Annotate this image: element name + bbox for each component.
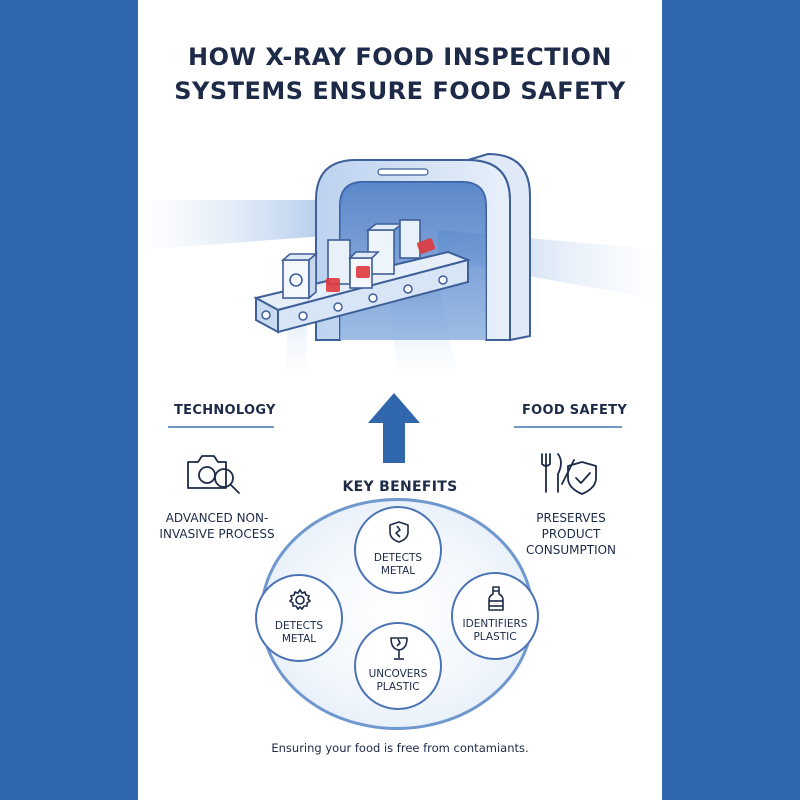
technology-divider [168,426,274,428]
food-safety-divider [514,426,622,428]
footer-tagline: Ensuring your food is free from contamia… [271,741,529,755]
food-safety-heading: FOOD SAFETY [522,403,628,418]
benefit-label: DETECTS METAL [274,620,324,645]
camera-magnifier-icon [187,455,240,494]
key-benefits-title: KEY BENEFITS [342,479,458,495]
technology-heading: TECHNOLOGY [174,403,276,418]
benefit-uncovers-plastic: UNCOVERS PLASTIC [354,622,442,710]
benefit-identifiers-plastic: IDENTIFIERS PLASTIC [451,572,539,660]
infographic-panel: HOW X-RAY FOOD INSPECTION SYSTEMS ENSURE… [138,0,662,800]
food-safety-description: PRESERVES PRODUCT CONSUMPTION [525,511,617,557]
benefit-label: UNCOVERS PLASTIC [368,668,428,693]
title-line-2: SYSTEMS ENSURE FOOD SAFETY [174,77,626,105]
technology-description: ADVANCED NON-INVASIVE PROCESS [159,511,275,541]
up-arrow-icon [368,393,420,463]
broken-glass-icon [390,637,408,660]
benefit-label: DETECTS METAL [373,552,423,577]
shield-crack-icon [389,521,409,543]
fork-knife-shield-icon [541,453,597,495]
contaminant-markers [326,238,436,292]
page-title: HOW X-RAY FOOD INSPECTION SYSTEMS ENSURE… [138,40,662,108]
gear-icon [289,588,311,611]
benefit-label: IDENTIFIERS PLASTIC [462,618,528,643]
bottle-icon [488,586,504,611]
benefit-detects-metal-left: DETECTS METAL [255,574,343,662]
benefit-detects-metal-top: DETECTS METAL [354,506,442,594]
xray-machine-illustration [138,152,662,380]
food-packages [280,219,421,300]
title-line-1: HOW X-RAY FOOD INSPECTION [188,43,612,71]
